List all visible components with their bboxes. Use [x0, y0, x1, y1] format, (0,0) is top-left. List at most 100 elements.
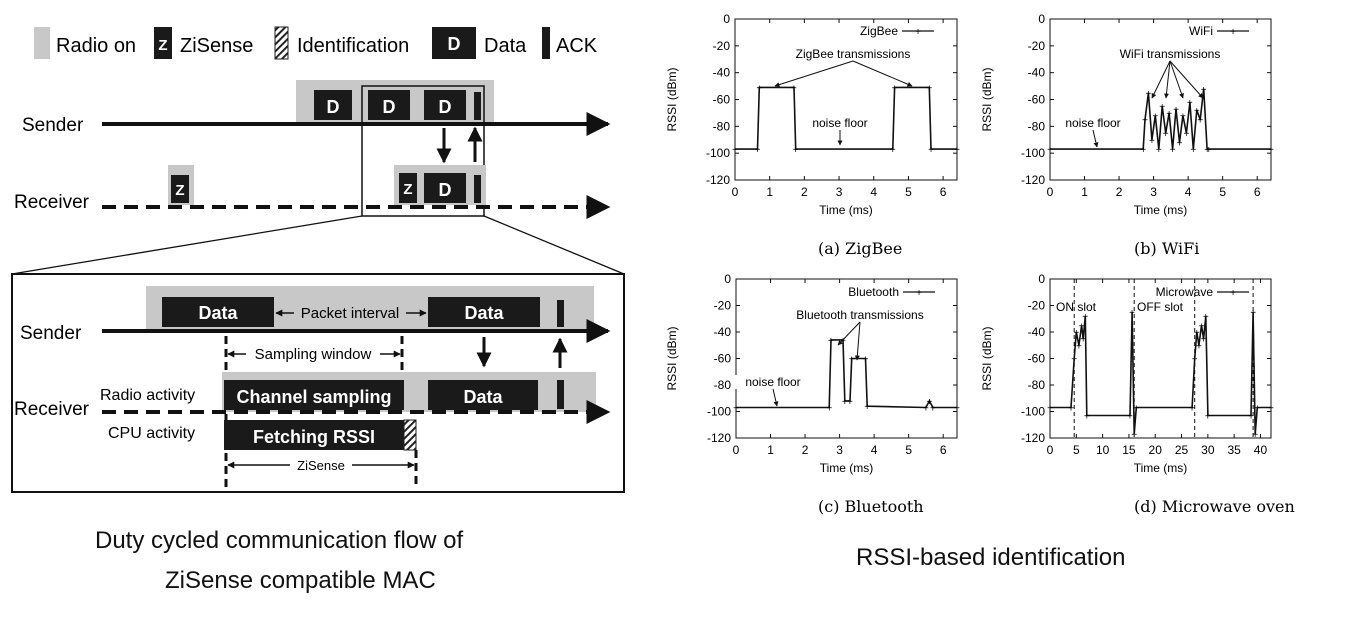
- legend-marker: +: [915, 27, 921, 38]
- legend-label: Bluetooth: [848, 285, 899, 299]
- y-tick-label: -100: [1021, 146, 1045, 160]
- data-point: +: [923, 404, 929, 415]
- sender-data-1: [314, 90, 352, 120]
- data-point: +: [1252, 430, 1258, 441]
- data-point: +: [1180, 112, 1186, 123]
- data-point: +: [1254, 404, 1260, 415]
- data-point: +: [1206, 145, 1212, 156]
- data-point: +: [1268, 145, 1274, 156]
- data-point: +: [849, 355, 855, 366]
- data-point: +: [840, 336, 846, 347]
- x-tick-label: 5: [905, 185, 912, 199]
- zisense-span-bg: [290, 457, 352, 473]
- detail-sender-data-1: [162, 297, 274, 327]
- x-tick-label: 1: [767, 443, 774, 457]
- fetching-rssi-label: Fetching RSSI: [253, 427, 375, 447]
- annotation-label: Bluetooth transmissions: [796, 308, 923, 322]
- legend-label: ZigBee: [860, 24, 898, 38]
- sender-data-3: [424, 90, 466, 120]
- data-point: +: [954, 404, 960, 415]
- mac-caption-line1: Duty cycled communication flow of: [95, 527, 464, 554]
- y-tick-label: -20: [1028, 299, 1046, 313]
- series-line: [736, 339, 957, 409]
- y-axis-label: RSSI (dBm): [980, 67, 994, 131]
- detail-sender-data-2: [428, 297, 540, 327]
- x-tick-label: 2: [801, 185, 808, 199]
- y-tick-label: -80: [1028, 119, 1046, 133]
- data-point: +: [756, 83, 762, 94]
- y-tick-label: -100: [706, 146, 730, 160]
- sender-data-2: [368, 90, 410, 120]
- detail-sender-data-1-label: Data: [198, 303, 238, 323]
- x-tick-label: 15: [1122, 443, 1136, 457]
- series-line: [1050, 312, 1271, 435]
- y-tick-label: -120: [706, 173, 730, 187]
- sender-ack: [474, 92, 481, 120]
- annotation-arrow: [1163, 60, 1171, 99]
- detail-receiver-ack: [557, 380, 564, 409]
- data-point: +: [1166, 109, 1172, 120]
- annotation-arrow: [1169, 60, 1184, 99]
- data-point: +: [892, 83, 898, 94]
- annotation-label: OFF slot: [1137, 300, 1184, 314]
- x-tick-label: 5: [905, 443, 912, 457]
- radio-activity-label: Radio activity: [100, 387, 195, 404]
- identification-swatch: [274, 26, 289, 60]
- y-axis-label: RSSI (dBm): [980, 326, 994, 390]
- x-tick-label: 25: [1175, 443, 1189, 457]
- y-tick-label: 0: [724, 272, 731, 286]
- annotation-arrow: [1092, 129, 1099, 148]
- data-point: +: [926, 397, 932, 408]
- data-point: +: [930, 404, 936, 415]
- x-tick-label: 10: [1096, 443, 1110, 457]
- legend-ack: ACK: [556, 35, 598, 57]
- zoom-box: [361, 85, 485, 217]
- data-point: +: [1163, 129, 1169, 140]
- x-axis-label: Time (ms): [1134, 461, 1188, 475]
- x-tick-label: 4: [870, 185, 877, 199]
- data-point: +: [1201, 85, 1207, 96]
- x-tick-label: 3: [836, 185, 843, 199]
- data-point: +: [1047, 145, 1053, 156]
- data-swatch-glyph: D: [448, 34, 461, 54]
- data-point: +: [828, 336, 834, 347]
- legend-zisense: ZiSense: [180, 35, 253, 57]
- data-point: +: [1196, 341, 1202, 352]
- packet-interval-label: Packet interval: [301, 305, 399, 322]
- annotation-label: ZigBee transmissions: [796, 47, 911, 61]
- data-point: +: [1156, 145, 1162, 156]
- data-point: +: [864, 402, 870, 413]
- annotation-arrow: [774, 60, 854, 88]
- sender-data-1-glyph: D: [327, 97, 340, 117]
- data-point: +: [890, 145, 896, 156]
- data-point: +: [1145, 89, 1151, 100]
- x-tick-label: 6: [1254, 185, 1261, 199]
- y-tick-label: -40: [1028, 325, 1046, 339]
- chart-caption: (b) WiFi: [1134, 239, 1199, 258]
- x-tick-label: 4: [871, 443, 878, 457]
- x-tick-label: 6: [940, 185, 947, 199]
- annotation-label: WiFi transmissions: [1120, 47, 1221, 61]
- annotation-bg: [1108, 47, 1232, 61]
- y-tick-label: -20: [714, 299, 732, 313]
- legend-marker: +: [916, 288, 922, 299]
- y-tick-label: -120: [707, 431, 731, 445]
- data-point: +: [1127, 411, 1133, 422]
- rssi-caption: RSSI-based identification: [856, 544, 1126, 571]
- data-point: +: [1133, 404, 1139, 415]
- y-tick-label: -100: [707, 405, 731, 419]
- radio-on-swatch: [34, 27, 50, 59]
- data-point: +: [732, 145, 738, 156]
- sender-data-3-glyph: D: [439, 97, 452, 117]
- x-tick-label: 5: [1073, 443, 1080, 457]
- data-point: +: [842, 397, 848, 408]
- data-point: +: [1129, 308, 1135, 319]
- annotation-label: noise floor: [1065, 116, 1120, 130]
- y-tick-label: -40: [714, 325, 732, 339]
- data-point: +: [826, 404, 832, 415]
- x-tick-label: 1: [1081, 185, 1088, 199]
- plot-frame: [734, 18, 958, 181]
- sender-data-2-glyph: D: [383, 97, 396, 117]
